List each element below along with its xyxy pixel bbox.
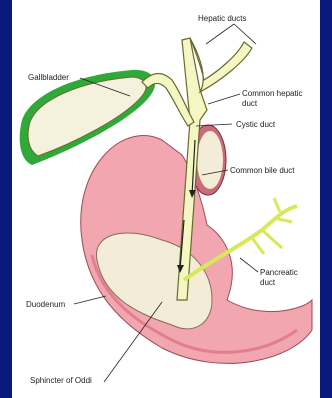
- biliary-diagram: [12, 0, 320, 398]
- label-common-bile-duct: Common bile duct: [230, 166, 294, 175]
- label-hepatic-ducts: Hepatic ducts: [198, 14, 246, 23]
- label-common-hepatic-duct-line2: duct: [242, 99, 257, 108]
- label-common-hepatic-duct-line1: Common hepatic: [242, 89, 302, 98]
- diagram-panel: Hepatic ducts Gallbladder Common hepatic…: [12, 0, 320, 398]
- label-cystic-duct: Cystic duct: [236, 120, 275, 129]
- label-sphincter-of-oddi: Sphincter of Oddi: [30, 376, 92, 385]
- label-pancreatic-duct-line2: duct: [260, 278, 275, 287]
- label-duodenum: Duodenum: [26, 300, 65, 309]
- label-gallbladder: Gallbladder: [28, 73, 69, 82]
- label-pancreatic-duct-line1: Pancreatic: [260, 268, 298, 277]
